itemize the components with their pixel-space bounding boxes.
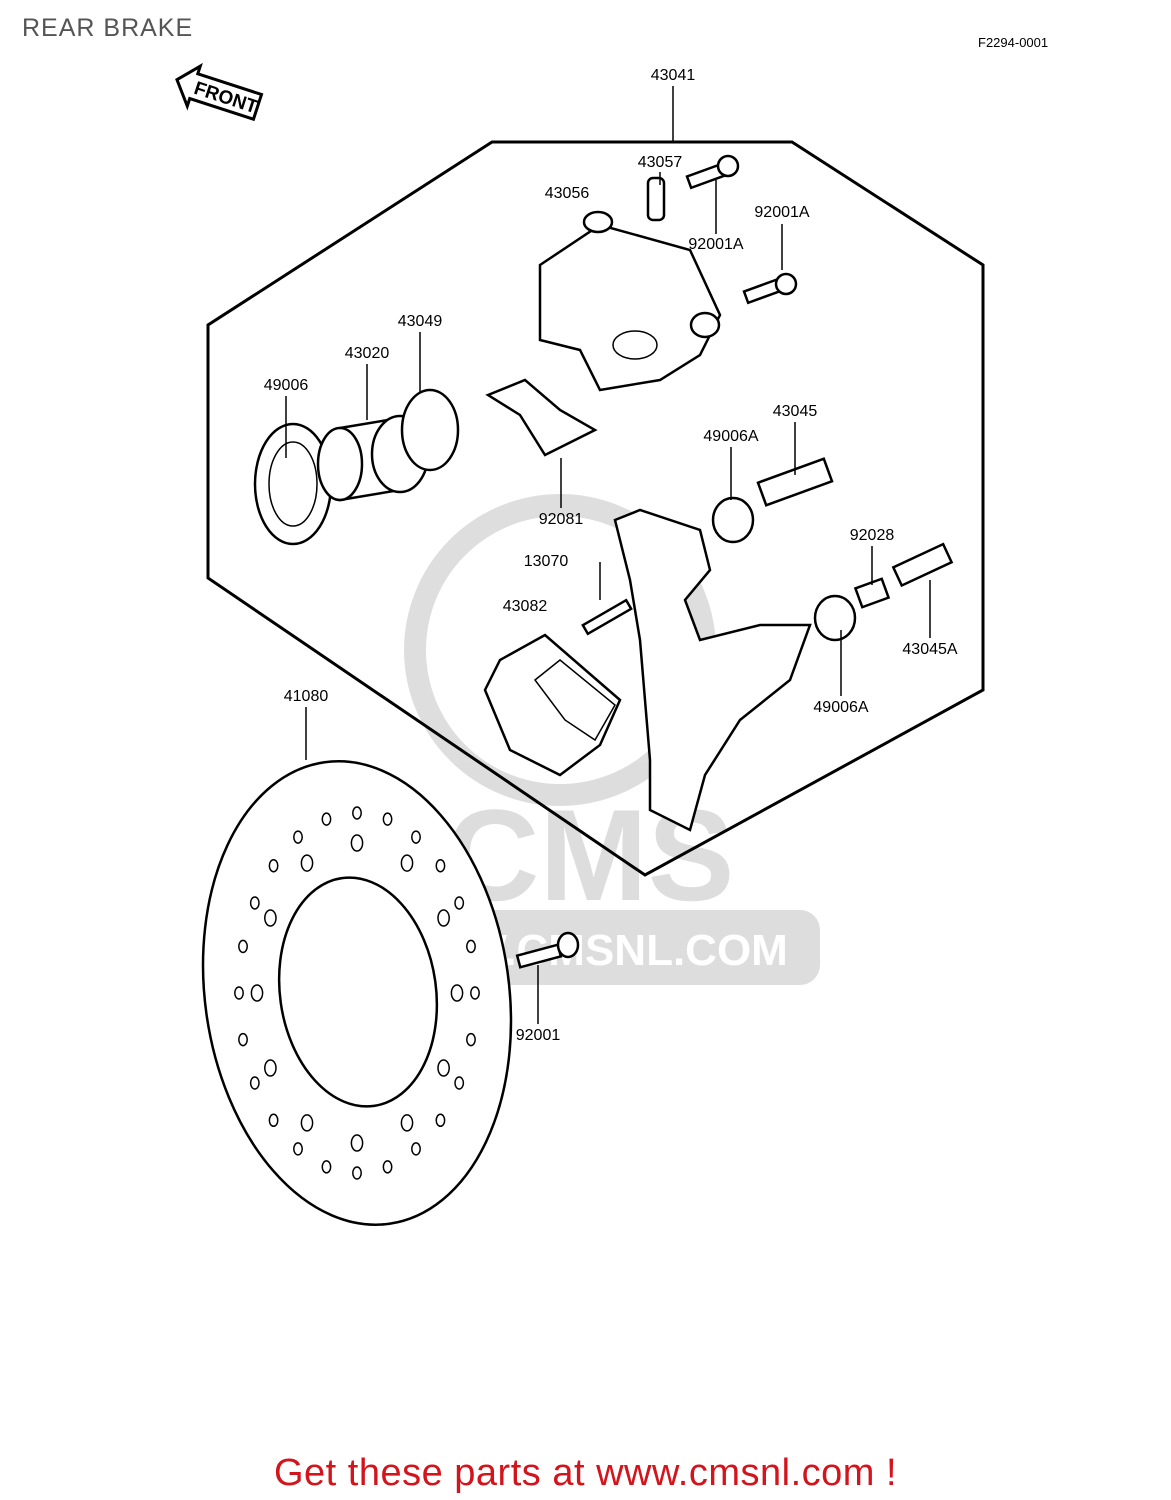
part-label-49006A: 49006A: [813, 699, 868, 716]
disc-hole: [350, 1134, 364, 1152]
part-label-92001: 92001: [516, 1027, 561, 1044]
brake-pad: [483, 633, 622, 777]
disc-hole: [268, 1113, 279, 1128]
boot-a: [813, 594, 857, 642]
part-label-43057: 43057: [638, 154, 683, 171]
part-label-92028: 92028: [850, 527, 895, 544]
slide-pin-a: [891, 542, 954, 588]
part-label-92001A: 92001A: [754, 204, 809, 221]
disc-hole: [250, 984, 264, 1002]
part-label-43082: 43082: [503, 598, 548, 615]
anti-rattle-spring: [581, 598, 633, 636]
disc-hole: [466, 1032, 476, 1047]
part-label-49006: 49006: [264, 377, 309, 394]
part-label-43045: 43045: [773, 403, 818, 420]
footer-link[interactable]: Get these parts at www.cmsnl.com !: [273, 1452, 898, 1494]
disc-hole: [382, 1160, 393, 1174]
front-arrow-icon: FRONT: [175, 62, 264, 122]
part-label-43056: 43056: [545, 185, 590, 202]
bleeder-valve: [646, 176, 666, 222]
disc-hole: [264, 1059, 277, 1077]
part-label-43041: 43041: [651, 67, 696, 84]
slide-pin: [756, 457, 834, 507]
disc-hole: [411, 830, 421, 844]
disc-hole: [268, 858, 279, 873]
disc-hole: [300, 1114, 314, 1132]
part-label-49006A: 49006A: [703, 428, 758, 445]
part-label-92001A: 92001A: [688, 236, 743, 253]
disc-hole: [470, 986, 480, 1000]
disc-hole: [400, 1114, 414, 1132]
disc-hole: [293, 1142, 303, 1156]
disc-hole: [437, 1059, 450, 1077]
part-label-92081: 92081: [539, 511, 584, 528]
brake-disc: [201, 760, 513, 1226]
disc-hole: [450, 984, 464, 1002]
pad-spring: [485, 378, 598, 457]
disc-hole: [435, 858, 446, 873]
disc-hole: [238, 939, 248, 954]
disc-hole: [411, 1142, 421, 1156]
disc-hole: [300, 854, 314, 872]
disc-hole: [321, 1160, 332, 1174]
disc-hole: [264, 909, 277, 927]
disc-hole: [352, 806, 362, 820]
disc-hole: [350, 834, 364, 852]
disc-hole: [249, 1076, 260, 1090]
caliper-body: [538, 210, 722, 392]
disc-hole: [352, 1166, 362, 1180]
disc-hole: [249, 896, 260, 910]
disc-bolt: [515, 931, 580, 969]
disc-hole: [382, 812, 393, 826]
disc-hole: [454, 1076, 465, 1090]
disc-hole: [435, 1113, 446, 1128]
boot: [711, 496, 755, 544]
caliper-bracket: [613, 508, 812, 832]
disc-hole: [437, 909, 450, 927]
part-label-43045A: 43045A: [902, 641, 957, 658]
part-label-43049: 43049: [398, 313, 443, 330]
disc-hole: [293, 830, 303, 844]
diagram-code: F2294-0001: [978, 35, 1049, 50]
sleeve: [853, 577, 891, 609]
disc-hole: [454, 896, 465, 910]
disc-hole: [400, 854, 414, 872]
disc-hole: [238, 1032, 248, 1047]
part-label-13070: 13070: [524, 553, 569, 570]
page-title: REAR BRAKE: [22, 14, 194, 42]
caliper-bolt: [685, 154, 798, 305]
disc-hole: [321, 812, 332, 826]
part-label-41080: 41080: [284, 688, 329, 705]
piston-ring: [400, 388, 460, 472]
caliper-assembly-outline: [206, 140, 985, 877]
part-label-43020: 43020: [345, 345, 390, 362]
disc-hole: [234, 986, 244, 1000]
disc-hole: [466, 939, 476, 954]
